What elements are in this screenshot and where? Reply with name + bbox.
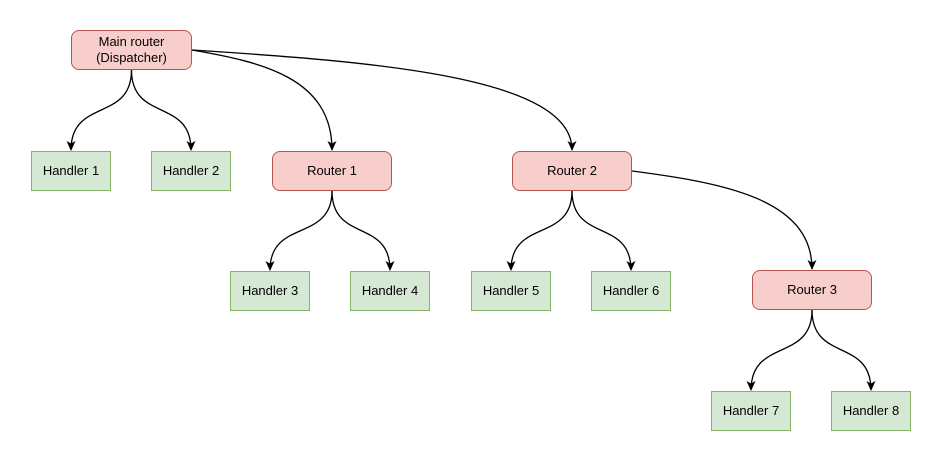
node-label: Handler 6: [602, 283, 660, 298]
node-label: Handler 2: [162, 163, 220, 178]
handler-node-h8: Handler 8: [831, 391, 911, 431]
handler-node-h1: Handler 1: [31, 151, 111, 191]
router-node-main: Main router(Dispatcher): [71, 30, 192, 70]
edge-r3-to-h7: [746, 309, 813, 391]
edges-group: [66, 49, 876, 391]
router-node-r2: Router 2: [512, 151, 632, 191]
edge-r1-to-h3: [265, 190, 333, 271]
handler-node-h5: Handler 5: [471, 271, 551, 311]
edge-r2-to-h5: [506, 190, 573, 271]
node-label: Handler 1: [42, 163, 100, 178]
node-label: Handler 8: [842, 403, 900, 418]
node-label: Handler 3: [241, 283, 299, 298]
node-label: Handler 4: [361, 283, 419, 298]
router-node-r1: Router 1: [272, 151, 392, 191]
handler-node-h6: Handler 6: [591, 271, 671, 311]
edge-main-to-r1: [191, 49, 337, 151]
node-label: Handler 7: [722, 403, 780, 418]
edge-r2-to-r3: [631, 170, 817, 270]
handler-node-h4: Handler 4: [350, 271, 430, 311]
node-label: Router 3: [787, 282, 837, 297]
edge-r2-to-h6: [571, 190, 636, 271]
edge-main-to-h2: [130, 69, 196, 151]
edge-main-to-h1: [66, 69, 133, 151]
handler-node-h7: Handler 7: [711, 391, 791, 431]
edge-main-to-r2: [191, 49, 577, 151]
node-sublabel: (Dispatcher): [96, 50, 167, 65]
router-node-r3: Router 3: [752, 270, 872, 310]
node-label: Router 2: [547, 163, 597, 178]
node-label: Main router: [98, 34, 165, 49]
node-label: Router 1: [307, 163, 357, 178]
node-label: Handler 5: [482, 283, 540, 298]
edge-r3-to-h8: [811, 309, 876, 391]
handler-node-h3: Handler 3: [230, 271, 310, 311]
handler-node-h2: Handler 2: [151, 151, 231, 191]
edge-r1-to-h4: [331, 190, 395, 271]
